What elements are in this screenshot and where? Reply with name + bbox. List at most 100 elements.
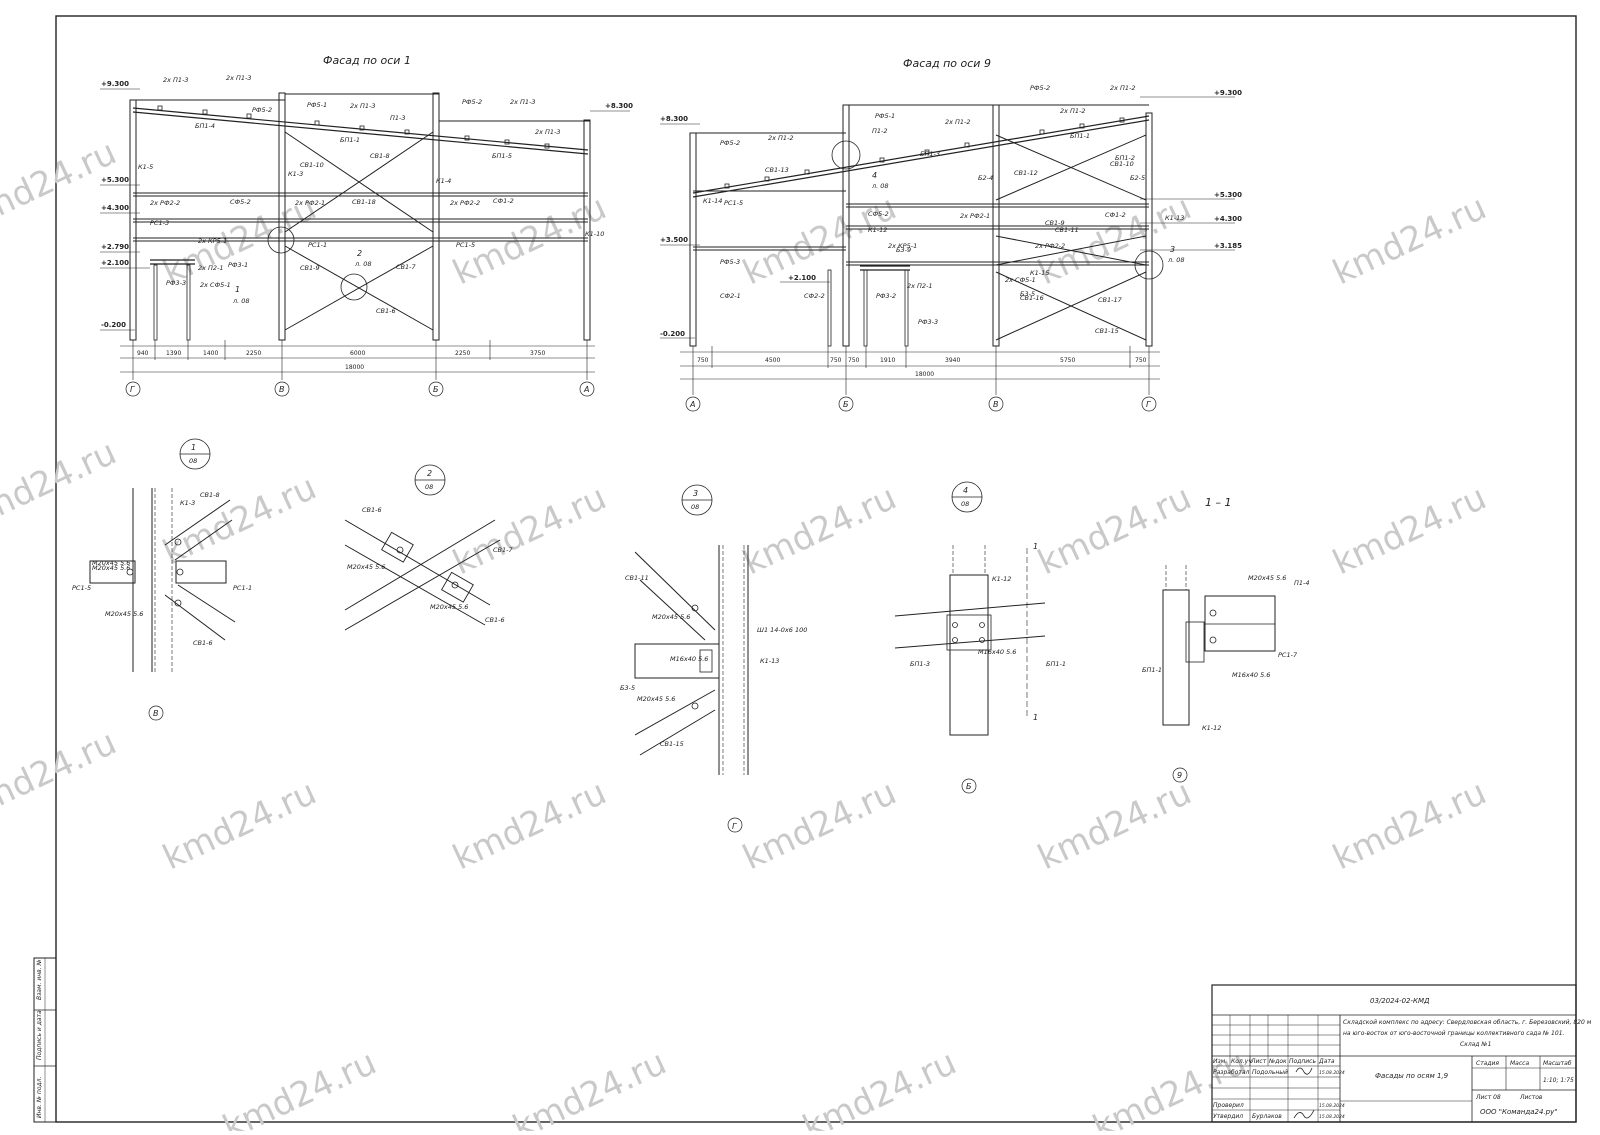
axis-label: В — [153, 709, 159, 718]
dimension-value: 2250 — [455, 350, 470, 357]
dimension-value: 18000 — [915, 371, 934, 378]
title-block — [1211, 984, 1577, 1123]
sheet-title: Фасады по осям 1,9 — [1375, 1072, 1449, 1080]
member-label: РС1-5 — [456, 241, 475, 249]
signature-2 — [1293, 1109, 1315, 1119]
member-label: П1-3 — [390, 114, 406, 122]
member-label: К1-15 — [1030, 269, 1049, 277]
member-label: 2х П1-3 — [350, 102, 376, 110]
member-label: СВ1-9 — [1045, 219, 1065, 227]
watermark-text: kmd24.ru — [1032, 478, 1198, 584]
elevation-mark: +2.100 — [101, 259, 129, 267]
member-label: 2х П1-2 — [1060, 107, 1086, 115]
detail-label: М20х45 5.6 — [92, 564, 130, 572]
member-label: 2х РФ2-2 — [1035, 242, 1065, 250]
elevation-mark: +4.300 — [101, 204, 129, 212]
dimension-value: 750 — [830, 357, 842, 364]
member-label: СВ1-12 — [1014, 169, 1038, 177]
elevation-mark: +8.300 — [605, 102, 633, 110]
callout-number: 1 — [235, 285, 240, 294]
member-label: 2х СФ5-1 — [1005, 276, 1036, 284]
member-label: К1-4 — [436, 177, 451, 185]
member-label: 2х РФ2-1 — [960, 212, 990, 220]
detail-label: Ш1 14-0х6 100 — [757, 626, 807, 634]
member-label: РФ5-2 — [1030, 84, 1050, 92]
axis-label: 9 — [1177, 771, 1182, 780]
elevation-mark: +3.185 — [1214, 242, 1242, 250]
member-label: 2х П1-2 — [1110, 84, 1136, 92]
dimension-value: 750 — [1135, 357, 1147, 364]
axis-label: Б — [433, 385, 439, 394]
member-label: К1-12 — [868, 226, 887, 234]
member-label: РС1-5 — [724, 199, 743, 207]
facade-9-title: Фасад по оси 9 — [903, 57, 991, 70]
watermark-text: kmd24.ru — [157, 773, 323, 879]
dimension-value: 1400 — [203, 350, 218, 357]
dimension-value: 2250 — [246, 350, 261, 357]
detail-label: РС1-7 — [1278, 651, 1298, 659]
hdr-izm: Изм. — [1213, 1058, 1227, 1065]
facade-axis-9: Фасад по оси 9 — [660, 57, 1235, 412]
side-field-1: Взам. инв. № — [36, 959, 43, 1000]
cut-mark: 1 — [1033, 713, 1038, 722]
member-label: СФ5-2 — [230, 198, 251, 206]
member-label: 2х П2-1 — [198, 264, 224, 272]
member-label: РС1-1 — [308, 241, 327, 249]
callout-sheet: л. 08 — [354, 260, 372, 268]
elevation-mark: +9.300 — [1214, 89, 1242, 97]
member-label: БП1-2 — [1115, 154, 1135, 162]
detail-label: П1-4 — [1294, 579, 1310, 587]
member-label: П1-2 — [872, 127, 888, 135]
watermark-text: kmd24.ru — [0, 433, 122, 539]
detail-sheet: 08 — [961, 500, 969, 508]
member-label: РФ5-2 — [252, 106, 272, 114]
member-label: К1-13 — [1165, 214, 1184, 222]
approved-label: Утвердил — [1213, 1113, 1243, 1120]
member-label: СФ2-1 — [720, 292, 741, 300]
detail-sheet: 08 — [425, 483, 433, 491]
watermark-text: kmd24.ru — [1327, 478, 1493, 584]
member-label: К1-3 — [288, 170, 303, 178]
elevation-mark: +3.500 — [660, 236, 688, 244]
detail-3 — [634, 484, 749, 833]
member-label: РФ3-3 — [166, 279, 186, 287]
callout-sheet: л. 08 — [871, 182, 889, 190]
developed-name: Подольный — [1252, 1069, 1288, 1076]
callout-sheet: л. 08 — [232, 297, 250, 305]
member-label: СВ1-9 — [300, 264, 320, 272]
detail-label: РС1-5 — [72, 584, 91, 592]
watermark-text: kmd24.ru — [157, 468, 323, 574]
side-field-3: Инв. № подл. — [36, 1077, 43, 1118]
member-label: РФ3-1 — [228, 261, 248, 269]
dimension-value: 1390 — [166, 350, 181, 357]
member-label: РФ5-1 — [307, 101, 327, 109]
axis-label: А — [583, 385, 589, 394]
hdr-data: Дата — [1318, 1058, 1335, 1065]
dimension-value: 3940 — [945, 357, 960, 364]
member-label: СФ1-2 — [493, 197, 514, 205]
detail-label: М20х45 5.6 — [105, 610, 143, 618]
stamp-code: 03/2024-02-КМД — [1370, 997, 1430, 1005]
detail-label: СВ1-8 — [200, 491, 220, 499]
detail-label: БП1-3 — [910, 660, 930, 668]
member-label: СВ1-8 — [370, 152, 390, 160]
dimension-value: 18000 — [345, 364, 364, 371]
detail-label: БП1-1 — [1046, 660, 1066, 668]
watermark-text: kmd24.ru — [447, 773, 613, 879]
developed-label: Разработал — [1213, 1069, 1250, 1076]
facade-axis-1: Фасад по оси 1 — [100, 54, 630, 397]
watermark-text: kmd24.ru — [737, 188, 903, 294]
member-label: СВ1-7 — [396, 263, 416, 271]
member-label: СФ1-2 — [1105, 211, 1126, 219]
detail-label: Б3-5 — [620, 684, 635, 692]
axis-label: В — [279, 385, 285, 394]
detail-label: М20х45 5.6 — [347, 563, 385, 571]
detail-number: 3 — [693, 489, 698, 498]
member-label: РФ5-1 — [875, 112, 895, 120]
member-label: СВ1-17 — [1098, 296, 1123, 304]
elevation-mark: -0.200 — [660, 330, 685, 338]
watermark-text: kmd24.ru — [1032, 188, 1198, 294]
detail-label: М16х40 5.6 — [978, 648, 1016, 656]
